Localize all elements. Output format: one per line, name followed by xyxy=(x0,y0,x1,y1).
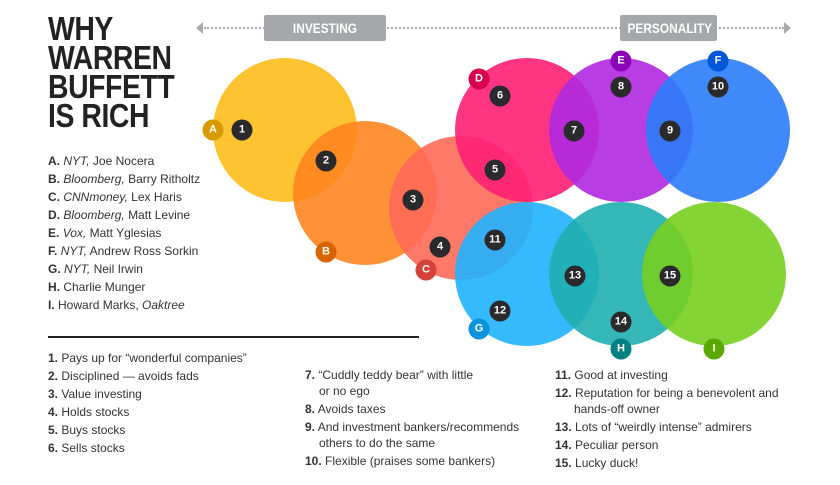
personality-label: PERSONALITY xyxy=(620,15,717,41)
reason-item: 11. Good at investing xyxy=(555,368,668,382)
source-badge-b: B xyxy=(315,241,337,263)
title-line: WHY xyxy=(48,10,113,47)
reason-marker-7: 7 xyxy=(563,120,585,142)
reason-marker-4: 4 xyxy=(429,236,451,258)
reasons-column-3: 11. Good at investing 12. Reputation for… xyxy=(555,367,779,471)
source-item: E. Vox, Matt Yglesias xyxy=(48,226,162,240)
source-badge-a: A xyxy=(202,119,224,141)
source-badge-h: H xyxy=(610,338,632,360)
reason-marker-11: 11 xyxy=(484,229,506,251)
reason-marker-5: 5 xyxy=(484,159,506,181)
reason-item: 3. Value investing xyxy=(48,387,142,401)
reason-item: 13. Lots of “weirdly intense” admirers xyxy=(555,420,752,434)
source-badge-d: D xyxy=(468,68,490,90)
reason-item: 6. Sells stocks xyxy=(48,441,125,455)
circle-f xyxy=(646,58,790,202)
reason-item: 5. Buys stocks xyxy=(48,423,126,437)
source-item: C. CNNmoney, Lex Haris xyxy=(48,190,182,204)
source-badge-e: E xyxy=(610,50,632,72)
reason-marker-10: 10 xyxy=(707,76,729,98)
reasons-column-1: 1. Pays up for “wonderful companies” 2. … xyxy=(48,349,247,457)
reason-marker-8: 8 xyxy=(610,76,632,98)
arrow-right-icon xyxy=(784,22,791,34)
header-dotted-line xyxy=(204,27,784,29)
source-item: B. Bloomberg, Barry Ritholtz xyxy=(48,172,201,186)
source-item: D. Bloomberg, Matt Levine xyxy=(48,208,191,222)
reason-marker-15: 15 xyxy=(659,265,681,287)
circle-i xyxy=(642,202,786,346)
investing-skills-label: INVESTING SKILLS xyxy=(264,15,386,62)
source-item: G. NYT, Neil Irwin xyxy=(48,262,143,276)
reason-item: 2. Disciplined — avoids fads xyxy=(48,369,199,383)
reason-marker-14: 14 xyxy=(610,311,632,333)
reason-item: 8. Avoids taxes xyxy=(305,402,386,416)
reason-item: 10. Flexible (praises some bankers) xyxy=(305,454,496,468)
reason-marker-2: 2 xyxy=(315,150,337,172)
reason-item: 4. Holds stocks xyxy=(48,405,130,419)
divider xyxy=(48,336,419,338)
source-badge-f: F xyxy=(707,50,729,72)
reason-item: 12. Reputation for being a benevolent an… xyxy=(555,386,779,416)
source-item: F. NYT, Andrew Ross Sorkin xyxy=(48,244,199,258)
arrow-left-icon xyxy=(196,22,203,34)
title-line: WARREN xyxy=(48,39,172,76)
source-badge-c: C xyxy=(415,259,437,281)
source-item: A. NYT, Joe Nocera xyxy=(48,154,155,168)
reason-marker-1: 1 xyxy=(231,119,253,141)
reason-marker-3: 3 xyxy=(402,189,424,211)
title-line: BUFFETT xyxy=(48,68,175,105)
page-title: WHY WARREN BUFFETT IS RICH xyxy=(48,10,175,134)
source-badge-g: G xyxy=(468,318,490,340)
source-item: H. Charlie Munger xyxy=(48,280,146,294)
reason-item: 1. Pays up for “wonderful companies” xyxy=(48,351,247,365)
reason-item: 14. Peculiar person xyxy=(555,438,659,452)
reason-marker-13: 13 xyxy=(564,265,586,287)
source-item: I. Howard Marks, Oaktree xyxy=(48,298,185,312)
source-badge-i: I xyxy=(703,338,725,360)
reason-item: 15. Lucky duck! xyxy=(555,456,639,470)
reason-marker-9: 9 xyxy=(659,120,681,142)
reason-marker-6: 6 xyxy=(489,85,511,107)
sources-list: A. NYT, Joe Nocera B. Bloomberg, Barry R… xyxy=(48,152,200,314)
reason-marker-12: 12 xyxy=(489,300,511,322)
title-line: IS RICH xyxy=(48,97,150,134)
